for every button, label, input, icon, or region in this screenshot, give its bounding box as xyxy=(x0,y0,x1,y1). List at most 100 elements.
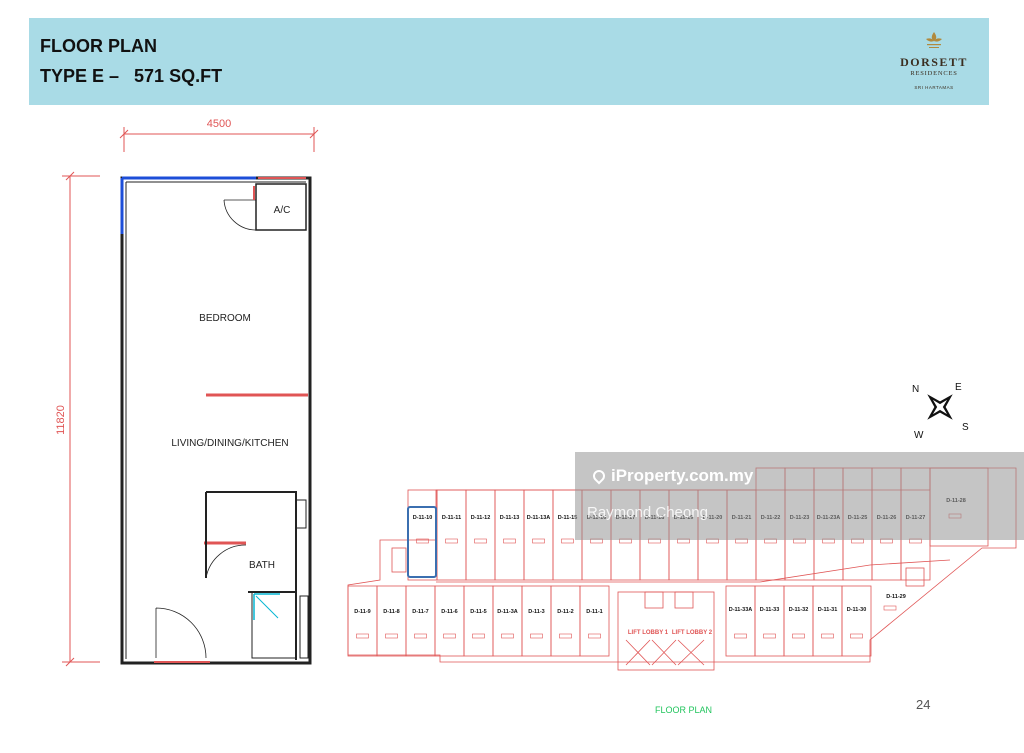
unit-box-bottom xyxy=(376,585,407,657)
unit-tag xyxy=(763,633,776,639)
unit-box-bottom xyxy=(463,585,494,657)
unit-tag xyxy=(559,633,572,639)
unit-box-bottom xyxy=(434,585,465,657)
flower-logo-icon xyxy=(926,32,942,48)
watermark-agent: Raymond Cheong xyxy=(587,504,708,521)
unit-label-right: D-11-29 xyxy=(886,594,906,600)
ac-ledge xyxy=(255,183,307,231)
unit-tag xyxy=(561,538,574,544)
unit-tag xyxy=(734,633,747,639)
unit-tag xyxy=(850,633,863,639)
shower xyxy=(251,591,297,659)
unit-tag xyxy=(414,633,427,639)
unit-label-d-11-3: D-11-3 xyxy=(528,609,545,615)
bathroom-walls xyxy=(205,491,297,660)
room-label-bedroom: BEDROOM xyxy=(199,313,251,324)
width-dimension xyxy=(119,127,319,152)
unit-label-d-11-5: D-11-5 xyxy=(470,609,487,615)
compass-east: E xyxy=(955,382,962,393)
unit-box-bottom xyxy=(812,585,843,657)
unit-box-bottom xyxy=(492,585,523,657)
unit-label-d-11-15: D-11-15 xyxy=(558,515,578,521)
unit-label-d-11-13a: D-11-13A xyxy=(527,515,551,521)
outer-wall xyxy=(120,176,312,665)
watermark-overlay: iProperty.com.my Raymond Cheong xyxy=(575,452,1024,540)
unit-tag xyxy=(792,633,805,639)
room-label-ac: A/C xyxy=(274,205,291,216)
page-title: FLOOR PLAN xyxy=(40,36,157,56)
unit-plan xyxy=(62,127,319,667)
unit-label-d-11-3a: D-11-3A xyxy=(497,609,518,615)
unit-box-top xyxy=(407,489,438,581)
unit-tag xyxy=(474,538,487,544)
length-dimension-label: 11820 xyxy=(55,405,67,435)
lift-lobby-2-label: LIFT LOBBY 2 xyxy=(672,630,713,636)
unit-tag xyxy=(356,633,369,639)
unit-tag xyxy=(443,633,456,639)
compass-south: S xyxy=(962,422,969,433)
unit-tag xyxy=(503,538,516,544)
unit-tag xyxy=(472,633,485,639)
room-label-bath: BATH xyxy=(249,560,275,571)
compass-north: N xyxy=(912,384,919,395)
unit-box-top xyxy=(523,489,554,581)
width-dimension-label: 4500 xyxy=(207,118,231,130)
location-pin-icon xyxy=(590,467,608,485)
brand-name: DORSETT xyxy=(900,55,968,69)
unit-tag xyxy=(532,538,545,544)
unit-label-d-11-12: D-11-12 xyxy=(471,515,491,521)
unit-box-bottom xyxy=(521,585,552,657)
unit-label-d-11-11: D-11-11 xyxy=(442,515,461,521)
header-banner: FLOOR PLAN TYPE E – 571 SQ.FT DORSETT RE… xyxy=(29,18,989,105)
unit-tag xyxy=(883,605,897,611)
unit-tag xyxy=(821,633,834,639)
highlighted-unit xyxy=(407,506,437,578)
unit-label-d-11-13: D-11-13 xyxy=(500,515,520,521)
unit-box-bottom xyxy=(783,585,814,657)
unit-box-bottom xyxy=(579,585,610,657)
brand-subtitle: RESIDENCES xyxy=(910,70,958,77)
unit-tag xyxy=(445,538,458,544)
compass-west: W xyxy=(914,430,924,441)
entrance-door xyxy=(155,607,207,659)
unit-tag xyxy=(416,538,429,544)
brand-location: SRI HARTAMAS xyxy=(914,85,954,90)
unit-label-d-11-6: D-11-6 xyxy=(441,609,458,615)
lift-lobby-1-label: LIFT LOBBY 1 xyxy=(628,630,669,636)
unit-tag xyxy=(588,633,601,639)
unit-box-top xyxy=(436,489,467,581)
unit-tag xyxy=(530,633,543,639)
unit-tag xyxy=(501,633,514,639)
page-number: 24 xyxy=(916,697,931,712)
unit-label-d-11-33a: D-11-33A xyxy=(729,607,753,613)
dorsett-logo: DORSETT RESIDENCES SRI HARTAMAS xyxy=(884,26,984,96)
lift-core xyxy=(617,591,715,671)
unit-label-d-11-32: D-11-32 xyxy=(789,607,809,613)
unit-tag xyxy=(385,633,398,639)
unit-box-bottom xyxy=(347,585,378,657)
unit-type-title: TYPE E – 571 SQ.FT xyxy=(40,66,223,86)
unit-label-d-11-31: D-11-31 xyxy=(818,607,838,613)
compass-icon xyxy=(927,394,953,420)
unit-label-d-11-10: D-11-10 xyxy=(413,515,433,521)
unit-box-bottom xyxy=(725,585,756,657)
unit-label-d-11-2: D-11-2 xyxy=(557,609,574,615)
unit-label-d-11-30: D-11-30 xyxy=(847,607,867,613)
unit-box-bottom xyxy=(754,585,785,657)
floor-plan-caption: FLOOR PLAN xyxy=(655,705,713,715)
unit-box-bottom xyxy=(405,585,436,657)
window xyxy=(120,176,256,234)
unit-label-d-11-1: D-11-1 xyxy=(586,609,603,615)
room-label-living: LIVING/DINING/KITCHEN xyxy=(171,438,288,449)
unit-label-d-11-9: D-11-9 xyxy=(354,609,371,615)
watermark-site: iProperty.com.my xyxy=(590,466,753,486)
unit-box-bottom xyxy=(550,585,581,657)
length-dimension xyxy=(62,171,100,667)
unit-box-bottom xyxy=(841,585,872,657)
unit-box-top xyxy=(494,489,525,581)
unit-label-d-11-8: D-11-8 xyxy=(383,609,400,615)
unit-box-top xyxy=(465,489,496,581)
unit-label-d-11-7: D-11-7 xyxy=(412,609,429,615)
unit-label-d-11-33: D-11-33 xyxy=(760,607,780,613)
